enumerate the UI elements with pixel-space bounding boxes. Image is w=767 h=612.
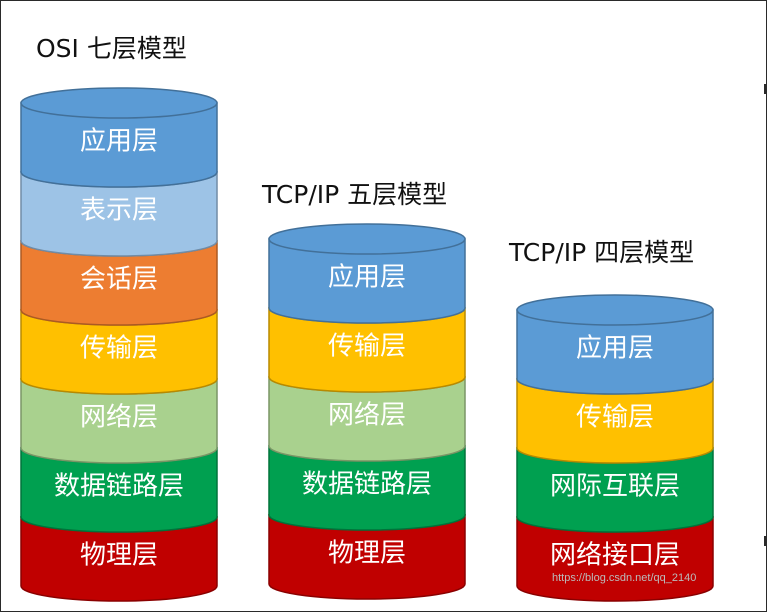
layer-body <box>516 447 714 533</box>
layer-label: 会话层 <box>80 265 158 295</box>
layer-body <box>20 447 218 533</box>
layer-body <box>516 378 714 464</box>
tcpip-five-layer-title: TCP/IP 五层模型 <box>262 180 448 209</box>
layer-body <box>516 309 714 395</box>
layer-label: 物理层 <box>328 539 406 569</box>
layer-top <box>268 223 466 255</box>
layer-label: 网络层 <box>80 403 158 433</box>
layer-body <box>268 445 466 531</box>
layer-body <box>268 376 466 462</box>
layer-body <box>20 309 218 395</box>
edge-mark <box>764 536 767 546</box>
layer-label: 网络层 <box>328 401 406 431</box>
layer-label: 应用层 <box>328 263 406 293</box>
layer-body <box>516 516 714 602</box>
layer-body <box>268 307 466 393</box>
layer-body <box>20 240 218 326</box>
layer-label: 传输层 <box>576 403 654 433</box>
osi-model-title: OSI 七层模型 <box>36 34 187 63</box>
layer-label: 应用层 <box>576 334 654 364</box>
layer-label: 数据链路层 <box>54 472 184 502</box>
layer-body <box>20 378 218 464</box>
osi-stack: 物理层 数据链路层 网络层 传输层 会话层 表示层 应用层 <box>20 87 218 602</box>
layer-body <box>268 514 466 600</box>
tcpip-four-layer-title: TCP/IP 四层模型 <box>509 238 695 267</box>
layer-label: 传输层 <box>80 334 158 364</box>
layer-label: 应用层 <box>80 127 158 157</box>
tcpip-five-stack: 物理层 数据链路层 网络层 传输层 应用层 <box>268 223 466 600</box>
layer-label: 表示层 <box>80 196 158 226</box>
layer-label: 数据链路层 <box>302 470 432 500</box>
layer-top <box>516 294 714 326</box>
layer-body <box>20 171 218 257</box>
layer-label: 传输层 <box>328 332 406 362</box>
watermark: https://blog.csdn.net/qq_2140 <box>552 572 697 584</box>
layer-label: 网络接口层 <box>550 541 680 571</box>
layer-label: 物理层 <box>80 541 158 571</box>
layer-1: 应用层 <box>268 223 466 324</box>
tcpip-four-stack: 网络接口层 网际互联层 传输层 应用层 <box>516 294 714 602</box>
layer-body <box>20 102 218 188</box>
layer-1: 应用层 <box>20 87 218 188</box>
layer-top <box>20 87 218 119</box>
layer-label: 网际互联层 <box>550 472 680 502</box>
layer-1: 应用层 <box>516 294 714 395</box>
edge-mark <box>764 84 767 94</box>
layer-body <box>268 238 466 324</box>
layer-body <box>20 516 218 602</box>
